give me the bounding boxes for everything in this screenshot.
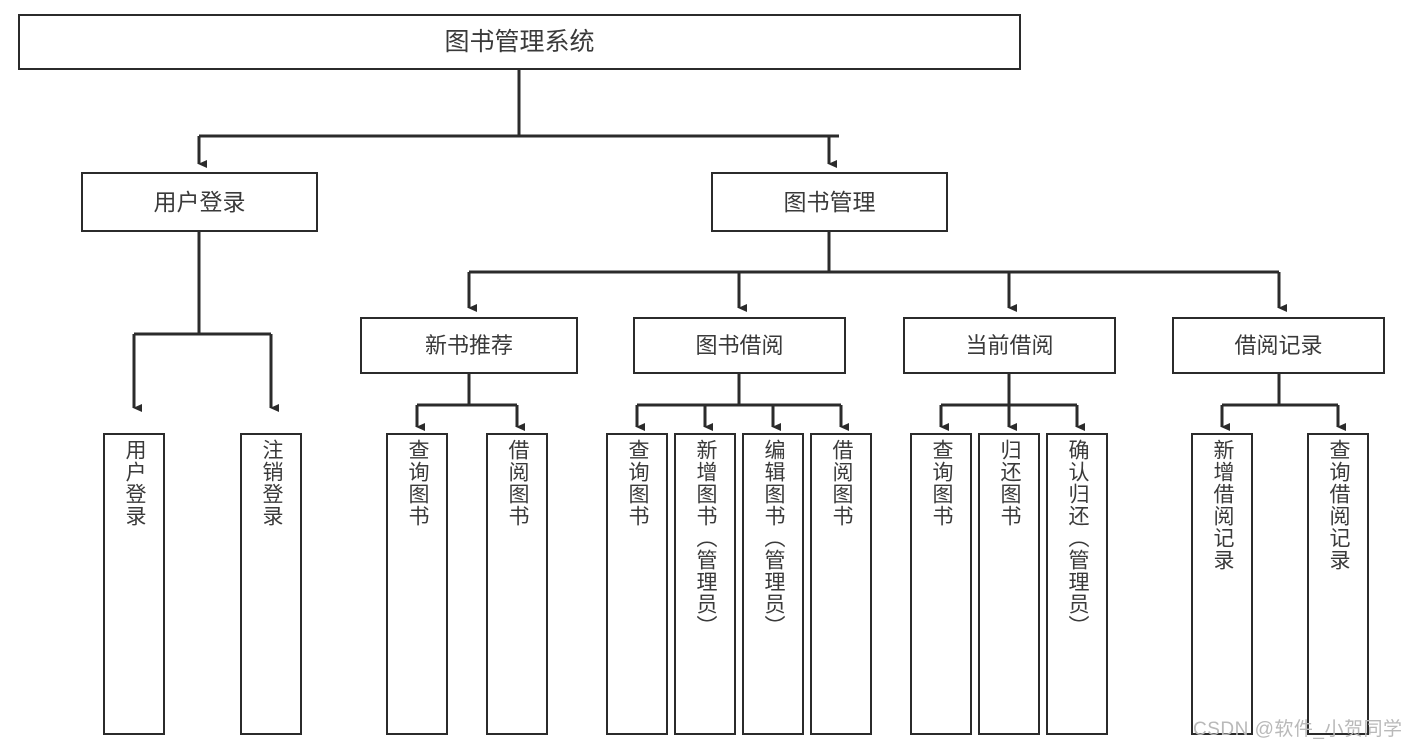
- leaf-current-return-book[interactable]: 归还图书: [978, 433, 1040, 735]
- leaf-borrow-query-book[interactable]: 查询图书: [606, 433, 668, 735]
- leaf-user-login-login[interactable]: 用户登录: [103, 433, 165, 735]
- leaf-borrow-edit-book-admin[interactable]: 编辑图书（管理员）: [742, 433, 804, 735]
- leaf-user-login-login-label: 用户登录: [123, 439, 147, 527]
- leaf-newbook-query-book[interactable]: 查询图书: [386, 433, 448, 735]
- leaf-borrow-borrow-book[interactable]: 借阅图书: [810, 433, 872, 735]
- leaf-record-query-record-label: 查询借阅记录: [1327, 439, 1351, 571]
- node-book-management[interactable]: 图书管理: [711, 172, 948, 232]
- node-book-borrow-label: 图书借阅: [695, 332, 784, 358]
- csdn-watermark: CSDN @软件_小贺同学: [1193, 719, 1403, 740]
- leaf-current-confirm-return-admin[interactable]: 确认归还（管理员）: [1046, 433, 1108, 735]
- node-root-system[interactable]: 图书管理系统: [18, 14, 1021, 70]
- leaf-current-confirm-return-admin-label: 确认归还（管理员）: [1066, 439, 1090, 637]
- leaf-current-query-book[interactable]: 查询图书: [910, 433, 972, 735]
- node-root-system-label: 图书管理系统: [444, 27, 595, 56]
- node-current-borrow[interactable]: 当前借阅: [903, 317, 1116, 374]
- node-borrow-record-label: 借阅记录: [1234, 332, 1323, 358]
- leaf-record-add-record-label: 新增借阅记录: [1211, 439, 1235, 571]
- node-user-login-label: 用户登录: [153, 188, 246, 215]
- leaf-record-add-record[interactable]: 新增借阅记录: [1191, 433, 1253, 735]
- leaf-borrow-add-book-admin-label: 新增图书（管理员）: [694, 439, 718, 637]
- leaf-borrow-borrow-book-label: 借阅图书: [830, 439, 854, 527]
- leaf-newbook-query-book-label: 查询图书: [406, 439, 430, 527]
- node-book-management-label: 图书管理: [783, 188, 876, 215]
- node-borrow-record[interactable]: 借阅记录: [1172, 317, 1385, 374]
- node-new-book-recommend-label: 新书推荐: [424, 332, 513, 358]
- leaf-newbook-borrow-book-label: 借阅图书: [506, 439, 530, 527]
- leaf-current-return-book-label: 归还图书: [998, 439, 1022, 527]
- node-current-borrow-label: 当前借阅: [965, 332, 1054, 358]
- node-book-borrow[interactable]: 图书借阅: [633, 317, 846, 374]
- leaf-newbook-borrow-book[interactable]: 借阅图书: [486, 433, 548, 735]
- leaf-user-login-logout-label: 注销登录: [260, 439, 284, 527]
- leaf-user-login-logout[interactable]: 注销登录: [240, 433, 302, 735]
- leaf-borrow-query-book-label: 查询图书: [626, 439, 650, 527]
- leaf-borrow-add-book-admin[interactable]: 新增图书（管理员）: [674, 433, 736, 735]
- leaf-current-query-book-label: 查询图书: [930, 439, 954, 527]
- node-new-book-recommend[interactable]: 新书推荐: [360, 317, 578, 374]
- leaf-borrow-edit-book-admin-label: 编辑图书（管理员）: [762, 439, 786, 637]
- leaf-record-query-record[interactable]: 查询借阅记录: [1307, 433, 1369, 735]
- node-user-login[interactable]: 用户登录: [81, 172, 318, 232]
